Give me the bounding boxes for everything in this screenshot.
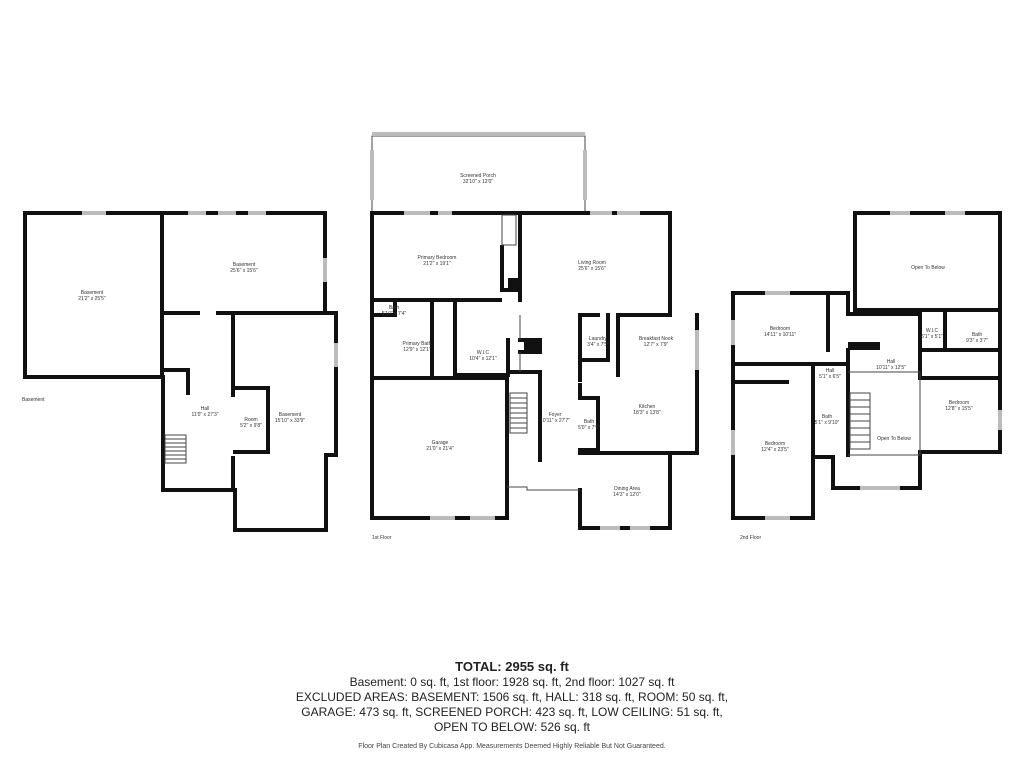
- basement-plan: Basement Basement 21'2" x 25'5" Basement…: [22, 211, 338, 532]
- room-size: 5'0" x 7'9": [578, 425, 600, 431]
- room-name: W.I.C: [477, 350, 490, 356]
- room-size: 25'6" x 15'6": [578, 266, 606, 272]
- room-size: 25'6" x 15'6": [230, 268, 258, 274]
- room-name: Kitchen: [639, 404, 656, 410]
- room-name: Hall: [887, 359, 896, 365]
- open-to-below-outline: [848, 371, 921, 456]
- area-breakdown: Basement: 0 sq. ft, 1st floor: 1928 sq. …: [349, 675, 675, 689]
- second-floor-stairs: [849, 392, 871, 450]
- room-name: Open To Below: [877, 436, 911, 442]
- room-name: Open To Below: [911, 265, 945, 271]
- room-size: 12'9" x 12'1": [403, 347, 431, 353]
- room-size: 32'10" x 12'0": [463, 179, 493, 185]
- total-area: TOTAL: 2955 sq. ft: [455, 659, 569, 674]
- room-size: 14'3" x 12'0": [613, 492, 641, 498]
- room-name: Bath: [972, 332, 983, 338]
- room-name: Laundry: [589, 336, 608, 342]
- room-name: Primary Bedroom: [418, 255, 457, 261]
- room-size: 12'8" x 15'5": [945, 406, 973, 412]
- room-size: 11'0" x 27'3": [191, 412, 218, 418]
- room-size: 21'2" x 25'5": [78, 296, 106, 302]
- second-floor-plan: 2nd Floor Open To Below Bedroom 14'11" x…: [731, 211, 1002, 541]
- room-name: Basement: [279, 412, 302, 418]
- room-size: 6'1" x 5'1": [921, 334, 943, 340]
- room-name: W.I.C: [926, 328, 939, 334]
- room-size: 18'3" x 13'8": [633, 410, 661, 416]
- foyer-stairs: [509, 392, 528, 434]
- room-name: Bath: [389, 305, 400, 311]
- room-name: Primary Bath: [403, 341, 432, 347]
- room-name: Bedroom: [770, 326, 790, 332]
- room-name: Bath: [822, 414, 833, 420]
- room-name: Room: [244, 417, 257, 423]
- room-name: Garage: [432, 440, 449, 446]
- room-name: Screened Porch: [460, 173, 496, 179]
- first-floor-label: 1st Floor: [372, 535, 392, 541]
- excluded-areas-line-1: EXCLUDED AREAS: BASEMENT: 1506 sq. ft, H…: [295, 690, 729, 704]
- room-name: Living Room: [578, 260, 606, 266]
- excluded-areas-line-2: GARAGE: 473 sq. ft, SCREENED PORCH: 423 …: [301, 705, 723, 719]
- room-size: 5'2" x 9'8": [240, 423, 262, 429]
- basement-floor-label: Basement: [22, 397, 45, 403]
- room-name: Dining Area: [614, 486, 640, 492]
- room-name: Basement: [81, 290, 104, 296]
- room-size: 5'1" x 6'5": [819, 374, 841, 380]
- room-size: 5'1" x 9'10": [815, 420, 840, 426]
- room-name: Foyer: [549, 412, 562, 418]
- room-name: Bedroom: [949, 400, 969, 406]
- room-name: Breakfast Nook: [639, 336, 674, 342]
- room-name: Hall: [826, 368, 835, 374]
- room-size: 12'4" x 23'5": [761, 447, 789, 453]
- room-name: Bath: [584, 419, 595, 425]
- room-size: 15'10" x 33'9": [275, 418, 305, 424]
- room-size: 14'11" x 10'11": [764, 332, 796, 338]
- room-name: Bedroom: [765, 441, 785, 447]
- room-size: 21'0" x 21'4": [426, 446, 454, 452]
- room-size: 21'2" x 19'1": [423, 261, 451, 267]
- room-size: 10'4" x 12'1": [469, 356, 497, 362]
- basement-stairs: [164, 434, 187, 464]
- room-size: 10'11" x 12'5": [876, 365, 906, 371]
- room-size: 5'10" x 7'4": [382, 311, 407, 317]
- room-name: Hall: [201, 406, 210, 412]
- room-size: 9'3" x 3'7": [966, 338, 988, 344]
- disclaimer-footer: Floor Plan Created By Cubicasa App. Meas…: [358, 743, 666, 750]
- second-floor-label: 2nd Floor: [740, 535, 761, 541]
- first-floor-plan: 1st Floor Screened Porch 32'10" x 12'0" …: [370, 132, 699, 541]
- room-size: 10'11" x 27'7": [540, 418, 570, 424]
- excluded-areas-line-3: OPEN TO BELOW: 526 sq. ft: [433, 720, 591, 734]
- room-size: 3'4" x 7'5": [587, 342, 609, 348]
- room-size: 12'7" x 7'9": [644, 342, 669, 348]
- room-name: Basement: [233, 262, 256, 268]
